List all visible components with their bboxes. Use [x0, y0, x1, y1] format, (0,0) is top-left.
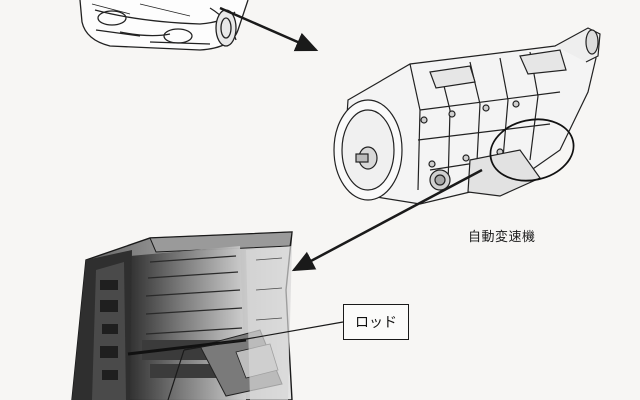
transmission-label: 自動変速機: [468, 230, 536, 245]
leader-line: [183, 321, 344, 351]
rod-label: ロッド: [355, 315, 397, 331]
car-illustration: [79, 0, 249, 51]
leader-line: [167, 349, 185, 400]
rod-callout: ロッド: [343, 304, 409, 340]
cutaway-illustration: [71, 231, 293, 400]
arrow: [291, 168, 483, 272]
highlight-ellipse: [489, 118, 575, 182]
transmission-illustration: [333, 27, 601, 205]
arrow: [219, 6, 319, 52]
